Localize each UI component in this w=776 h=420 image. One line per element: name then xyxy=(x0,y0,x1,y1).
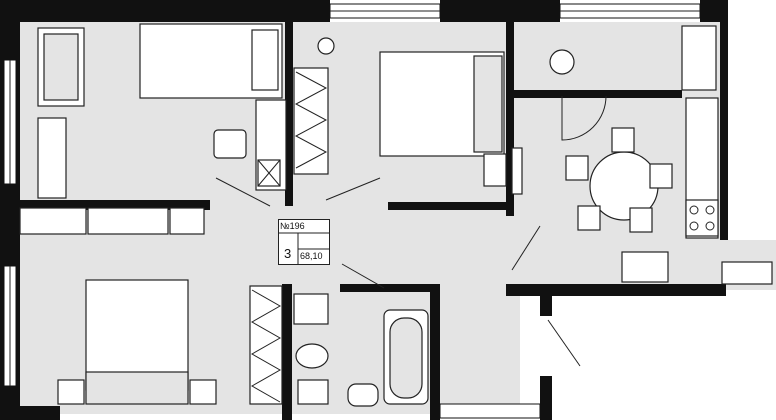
lamp xyxy=(317,37,335,55)
dining-chair xyxy=(611,127,635,153)
room-count: 3 xyxy=(284,246,292,261)
bedroom-door xyxy=(215,177,271,207)
entry-door xyxy=(511,225,541,271)
kitchen-door xyxy=(561,95,607,141)
office-chair xyxy=(213,129,247,159)
radiator xyxy=(511,147,523,195)
inner-walls xyxy=(20,0,682,420)
dining-chair xyxy=(629,207,653,233)
wardrobe xyxy=(293,67,329,175)
bathtub-basin xyxy=(389,317,423,399)
dining-chair xyxy=(649,163,673,189)
dining-chair xyxy=(565,155,589,181)
front-door xyxy=(547,319,581,367)
balcony-cabinet xyxy=(721,261,773,285)
apartment-info-box xyxy=(278,219,330,265)
dining-chair xyxy=(577,205,601,231)
bathroom-door xyxy=(341,263,385,289)
nightstand xyxy=(57,379,85,405)
toilet xyxy=(297,379,329,405)
bidet xyxy=(347,383,379,407)
storage-cabinet xyxy=(169,207,205,235)
apartment-number: №196 xyxy=(280,221,305,231)
weight-bench xyxy=(37,117,67,199)
sink xyxy=(295,343,329,369)
windows xyxy=(3,3,701,419)
washing-machine xyxy=(293,293,329,325)
balcony-bench xyxy=(681,25,717,91)
sofa-cushion xyxy=(251,29,279,91)
balcony-chair xyxy=(549,49,575,75)
wardrobe xyxy=(249,285,283,405)
console xyxy=(87,207,169,235)
pillows xyxy=(473,55,503,153)
treadmill-belt xyxy=(43,33,79,101)
stove xyxy=(685,199,719,237)
sink xyxy=(621,251,669,283)
bedroom-door xyxy=(325,177,381,201)
pillows xyxy=(85,371,189,405)
apartment-area: 68,10 xyxy=(300,251,323,261)
nightstand xyxy=(189,379,217,405)
shoe-rack xyxy=(19,207,87,235)
nightstand xyxy=(483,153,507,187)
